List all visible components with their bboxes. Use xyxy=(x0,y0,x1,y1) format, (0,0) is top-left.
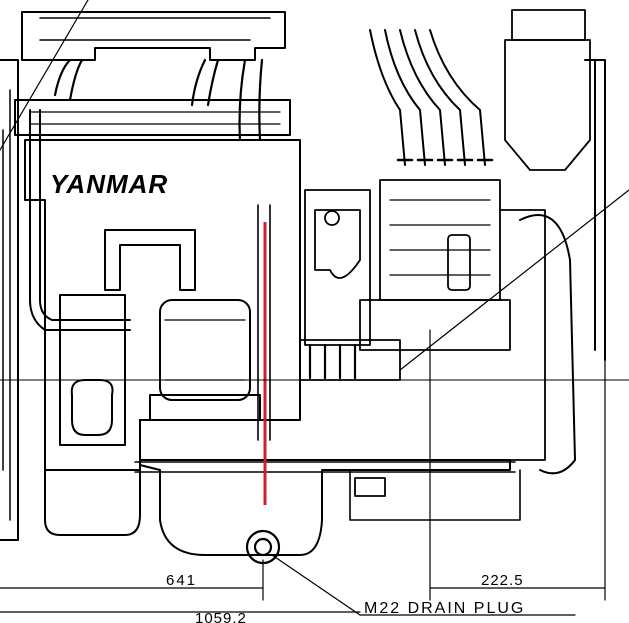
right-frame xyxy=(499,209,546,461)
callout-leader xyxy=(271,554,361,616)
oil-filter xyxy=(159,299,251,401)
drain-plug-outer xyxy=(245,529,281,565)
fuel-filter xyxy=(504,39,591,171)
right-hose xyxy=(519,214,576,475)
breather-hose xyxy=(238,58,264,142)
gear-case-2 xyxy=(2,89,11,521)
cover-plate xyxy=(59,294,126,446)
diagonal-ref-line-right xyxy=(399,189,629,371)
oil-filter-ribs xyxy=(164,319,246,381)
fuel-return-pipe xyxy=(584,59,606,361)
rocker-cover-inner xyxy=(39,17,271,41)
intake-pipe-2 xyxy=(190,58,220,107)
drain-plug xyxy=(245,529,281,565)
diagonal-ref-line xyxy=(0,0,89,151)
drain-plug-inner xyxy=(253,537,273,557)
dimension-222-5: 222.5 xyxy=(481,572,524,589)
injection-pump-base xyxy=(359,299,511,351)
injector-lines xyxy=(369,29,486,166)
rocker-cover xyxy=(21,11,286,61)
dimension-641: 641 xyxy=(166,572,197,589)
gear-case xyxy=(0,59,19,541)
injection-pump-body xyxy=(379,179,501,301)
feed-pump xyxy=(299,339,401,381)
intake-pipe-1 xyxy=(53,58,84,102)
head-ribs xyxy=(29,111,281,125)
engine-body xyxy=(0,11,516,556)
cylinder-head xyxy=(14,99,291,136)
fuel-filter-cap xyxy=(511,9,586,41)
lower-fitting xyxy=(354,477,386,497)
cover-plate-lobe xyxy=(70,379,114,436)
linkage-pivot xyxy=(324,210,340,226)
lower-pipe xyxy=(349,469,521,521)
injection-pump-area xyxy=(299,9,606,521)
long-pipe-left xyxy=(29,109,131,331)
oil-pan xyxy=(139,459,511,556)
flywheel-housing xyxy=(44,419,141,536)
drain-plug-callout: M22 DRAIN PLUG xyxy=(364,600,525,617)
governor-linkage xyxy=(304,189,371,346)
feed-pump-fittings xyxy=(308,343,357,380)
brand-text: YANMAR xyxy=(50,169,168,199)
dipstick-tube xyxy=(257,204,271,441)
dimension-1059-2: 1059.2 xyxy=(195,610,247,623)
pump-ribs xyxy=(389,199,491,276)
lift-bracket xyxy=(104,229,196,291)
sediment-bowl xyxy=(447,234,471,291)
oil-filter-base xyxy=(149,394,261,421)
oil-pan-flange xyxy=(134,461,516,473)
